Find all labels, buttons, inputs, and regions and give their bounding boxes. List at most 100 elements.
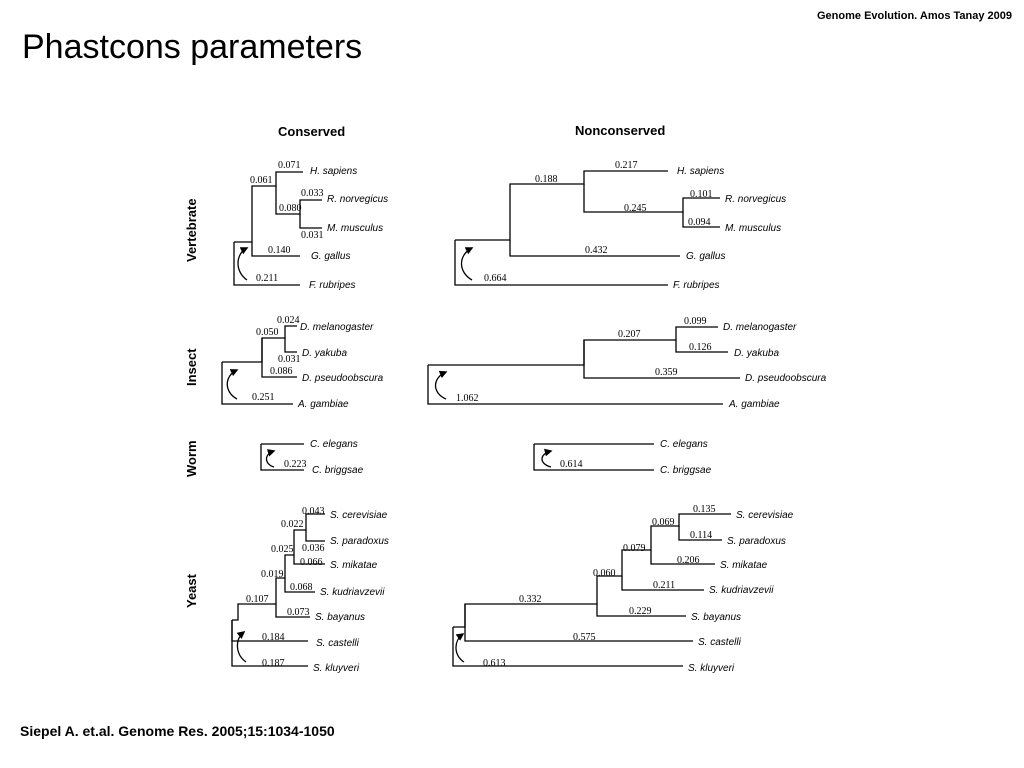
species-label: D. yakuba bbox=[734, 348, 779, 359]
branch-length: 0.031 bbox=[278, 354, 301, 365]
species-label: F. rubripes bbox=[309, 280, 356, 291]
branch-length: 0.359 bbox=[655, 367, 678, 378]
branch-length: 0.099 bbox=[684, 316, 707, 327]
branch-length: 0.073 bbox=[287, 607, 310, 618]
species-label: R. norvegicus bbox=[327, 194, 388, 205]
citation: Siepel A. et.al. Genome Res. 2005;15:103… bbox=[20, 723, 335, 739]
branch-length: 0.101 bbox=[690, 189, 713, 200]
branch-length: 0.432 bbox=[585, 245, 608, 256]
branch-length: 0.022 bbox=[281, 519, 304, 530]
species-label: S. kluyveri bbox=[313, 663, 360, 674]
branch-length: 0.066 bbox=[300, 557, 323, 568]
branch-length: 0.025 bbox=[271, 544, 294, 555]
species-label: A. gambiae bbox=[297, 399, 349, 410]
species-label: G. gallus bbox=[686, 251, 725, 262]
branch-length: 0.332 bbox=[519, 594, 542, 605]
tree-vertebrate-conserved: 0.071 0.061 0.033 0.080 0.031 0.140 0.21… bbox=[233, 160, 388, 291]
column-header-nonconserved: Nonconserved bbox=[575, 123, 665, 138]
branch-length: 0.664 bbox=[484, 273, 507, 284]
species-label: S. cerevisiae bbox=[736, 510, 794, 521]
branch-length: 0.211 bbox=[256, 273, 278, 284]
species-label: R. norvegicus bbox=[725, 194, 786, 205]
tree-worm-conserved: 0.223 C. elegans C. briggsae bbox=[260, 439, 364, 476]
group-label-yeast: Yeast bbox=[184, 573, 199, 608]
branch-length: 0.126 bbox=[689, 342, 712, 353]
tree-vertebrate-nonconserved: 0.217 0.188 0.101 0.245 0.094 0.432 0.66… bbox=[454, 160, 786, 291]
branch-length: 0.086 bbox=[270, 366, 293, 377]
group-label-worm: Worm bbox=[184, 440, 199, 477]
species-label: D. melanogaster bbox=[723, 322, 797, 333]
branch-length: 0.024 bbox=[277, 315, 300, 326]
group-label-vertebrate: Vertebrate bbox=[184, 198, 199, 262]
branch-length: 0.069 bbox=[652, 517, 675, 528]
species-label: C. elegans bbox=[310, 439, 358, 450]
slide-credit: Genome Evolution. Amos Tanay 2009 bbox=[817, 10, 1012, 22]
species-label: H. sapiens bbox=[310, 166, 357, 177]
species-label: F. rubripes bbox=[673, 280, 720, 291]
column-header-conserved: Conserved bbox=[278, 124, 345, 139]
species-label: S. kluyveri bbox=[688, 663, 735, 674]
species-label: A. gambiae bbox=[728, 399, 780, 410]
branch-length: 0.206 bbox=[677, 555, 700, 566]
species-label: C. briggsae bbox=[312, 465, 364, 476]
species-label: C. briggsae bbox=[660, 465, 712, 476]
species-label: G. gallus bbox=[311, 251, 350, 262]
branch-length: 0.188 bbox=[535, 174, 558, 185]
species-label: S. kudriavzevii bbox=[320, 587, 385, 598]
species-label: S. castelli bbox=[316, 638, 360, 649]
tree-yeast-conserved: 0.043 0.022 0.036 0.025 0.066 0.019 0.06… bbox=[231, 506, 389, 674]
species-label: S. bayanus bbox=[691, 612, 741, 623]
branch-length: 0.184 bbox=[262, 632, 285, 643]
branch-length: 0.033 bbox=[301, 188, 324, 199]
species-label: D. yakuba bbox=[302, 348, 347, 359]
branch-length: 0.245 bbox=[624, 203, 647, 214]
species-label: H. sapiens bbox=[677, 166, 724, 177]
species-label: C. elegans bbox=[660, 439, 708, 450]
species-label: S. paradoxus bbox=[727, 536, 786, 547]
branch-length: 0.575 bbox=[573, 632, 596, 643]
branch-length: 0.613 bbox=[483, 658, 506, 669]
species-label: D. pseudoobscura bbox=[302, 373, 384, 384]
species-label: S. paradoxus bbox=[330, 536, 389, 547]
group-label-insect: Insect bbox=[184, 348, 199, 386]
tree-insect-conserved: 0.024 0.050 0.031 0.086 0.251 D. melanog… bbox=[221, 315, 384, 410]
species-label: M. musculus bbox=[327, 223, 383, 234]
branch-length: 0.068 bbox=[290, 582, 313, 593]
branch-length: 0.036 bbox=[302, 543, 325, 554]
species-label: S. kudriavzevii bbox=[709, 585, 774, 596]
branch-length: 0.251 bbox=[252, 392, 275, 403]
branch-length: 0.094 bbox=[688, 217, 711, 228]
branch-length: 0.019 bbox=[261, 569, 284, 580]
branch-length: 0.107 bbox=[246, 594, 269, 605]
branch-length: 0.217 bbox=[615, 160, 638, 171]
branch-length: 0.071 bbox=[278, 160, 301, 171]
branch-length: 0.031 bbox=[301, 230, 324, 241]
tree-insect-nonconserved: 0.099 0.207 0.126 0.359 1.062 D. melanog… bbox=[427, 316, 827, 410]
branch-length: 0.050 bbox=[256, 327, 279, 338]
branch-length: 0.061 bbox=[250, 175, 273, 186]
species-label: S. mikatae bbox=[720, 560, 768, 571]
branch-length: 0.207 bbox=[618, 329, 641, 340]
species-label: S. cerevisiae bbox=[330, 510, 388, 521]
branch-length: 0.211 bbox=[653, 580, 675, 591]
species-label: D. pseudoobscura bbox=[745, 373, 827, 384]
species-label: D. melanogaster bbox=[300, 322, 374, 333]
branch-length: 0.223 bbox=[284, 459, 307, 470]
tree-yeast-nonconserved: 0.135 0.069 0.114 0.079 0.206 0.060 0.21… bbox=[452, 504, 794, 674]
branch-length: 0.187 bbox=[262, 658, 285, 669]
branch-length: 0.229 bbox=[629, 606, 652, 617]
species-label: M. musculus bbox=[725, 223, 781, 234]
branch-length: 1.062 bbox=[456, 393, 479, 404]
branch-length: 0.140 bbox=[268, 245, 291, 256]
branch-length: 0.060 bbox=[593, 568, 616, 579]
branch-length: 0.043 bbox=[302, 506, 325, 517]
branch-length: 0.135 bbox=[693, 504, 716, 515]
branch-length: 0.114 bbox=[690, 530, 712, 541]
branch-length: 0.080 bbox=[279, 203, 302, 214]
branch-length: 0.614 bbox=[560, 459, 583, 470]
slide-title: Phastcons parameters bbox=[22, 28, 363, 66]
species-label: S. bayanus bbox=[315, 612, 365, 623]
tree-worm-nonconserved: 0.614 C. elegans C. briggsae bbox=[533, 439, 712, 476]
branch-length: 0.079 bbox=[623, 543, 646, 554]
